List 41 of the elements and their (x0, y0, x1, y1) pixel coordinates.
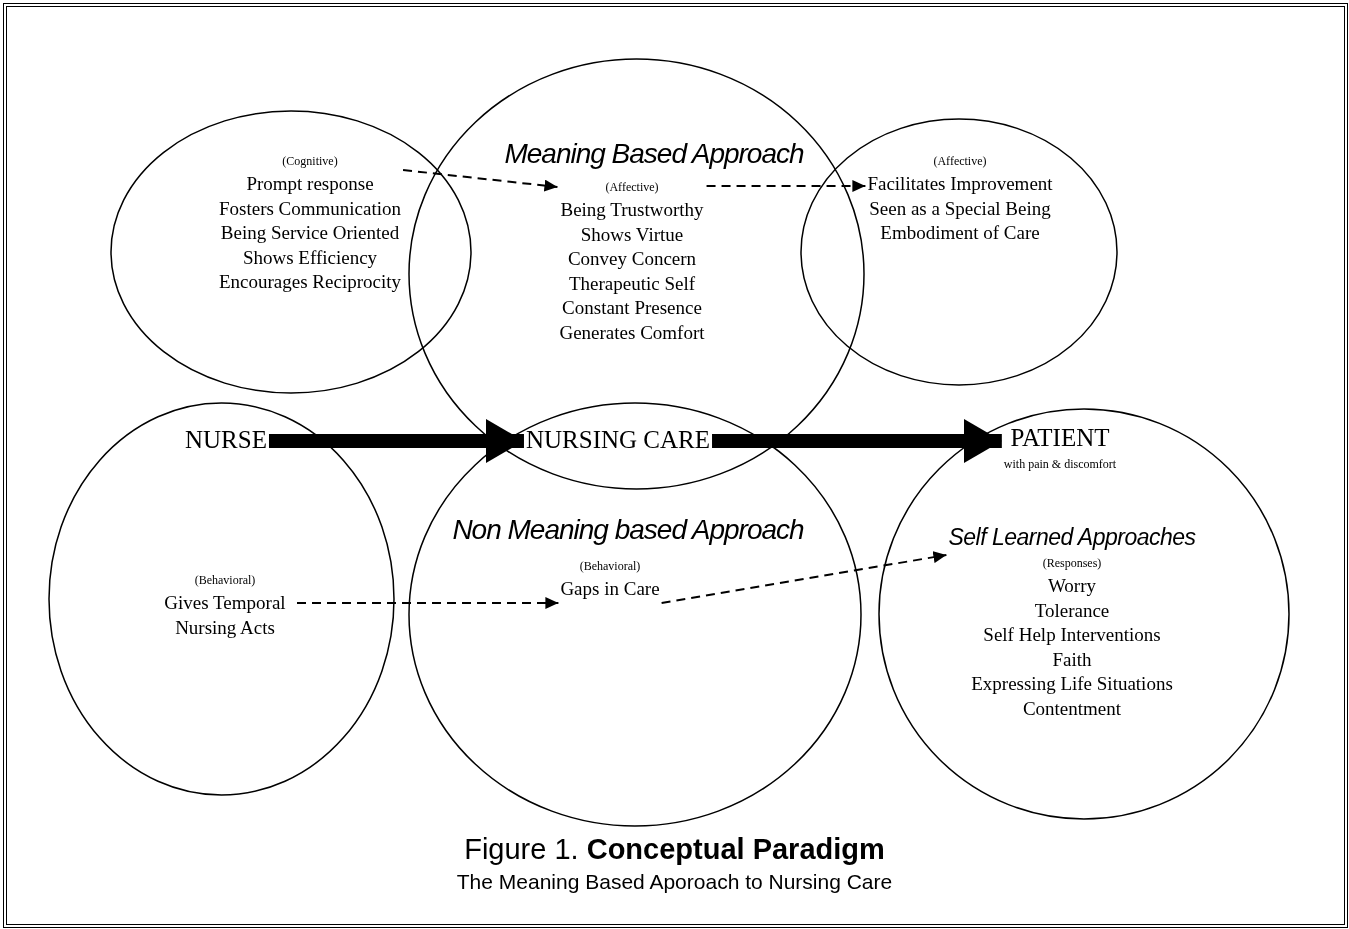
list-item: Expressing Life Situations (970, 672, 1174, 696)
list-item: Fosters Communication (218, 196, 402, 221)
approach-heading: Self Learned Approaches (948, 523, 1196, 552)
category-label: (Affective) (932, 153, 988, 170)
concept-label: NURSING CARE (526, 425, 710, 455)
category-label: (Behavioral) (193, 572, 257, 589)
list-item: Worry (1046, 574, 1098, 598)
thick-arrow (712, 419, 1002, 463)
concept-label: NURSE (185, 425, 267, 455)
category-label: (Responses) (1041, 555, 1103, 572)
list-item: Faith (1051, 647, 1093, 672)
dashed-arrow (296, 597, 560, 609)
list-item: Shows Virtue (579, 222, 685, 247)
list-item: Being Service Oriented (219, 221, 401, 245)
list-item: Constant Presence (561, 296, 703, 320)
dashed-arrow (402, 169, 559, 192)
list-item: Prompt response (245, 172, 375, 196)
list-item: Convey Concern (566, 247, 698, 271)
category-label: (Behavioral) (578, 558, 642, 575)
list-item: Tolerance (1033, 598, 1111, 623)
approach-heading: Non Meaning based Approach (452, 513, 804, 547)
list-item: Being Trustworthy (559, 198, 705, 222)
list-item: Generates Comfort (559, 320, 705, 345)
dashed-arrow (660, 551, 948, 604)
list-item: Facilitates Improvement (867, 172, 1053, 196)
category-label: with pain & discomfort (1003, 456, 1117, 473)
dashed-arrow (705, 180, 867, 192)
concept-label: PATIENT (1009, 423, 1111, 453)
list-item: Embodiment of Care (879, 221, 1041, 245)
list-item: Self Help Interventions (982, 623, 1162, 647)
list-item: Gives Temporal Nursing Acts (163, 591, 287, 640)
list-item: Seen as a Special Being (868, 196, 1052, 221)
list-item: Encourages Reciprocity (218, 270, 402, 294)
category-label: (Affective) (604, 179, 660, 196)
list-item: Gaps in Care (560, 577, 660, 601)
list-item: Contentment (1021, 696, 1123, 721)
list-item: Shows Efficiency (241, 245, 379, 270)
thick-arrow (269, 419, 524, 463)
category-label: (Cognitive) (281, 153, 339, 170)
list-item: Therapeutic Self (567, 271, 697, 296)
approach-heading: Meaning Based Approach (504, 137, 804, 171)
